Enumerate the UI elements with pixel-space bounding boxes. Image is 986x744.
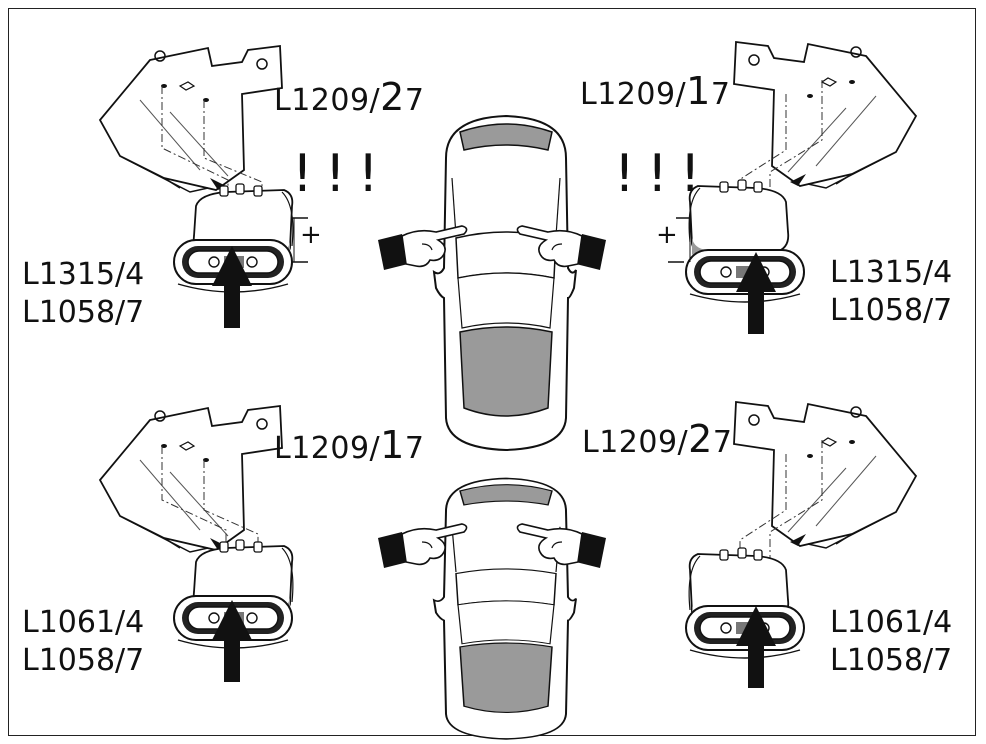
top-right-assembly (685, 41, 917, 334)
bottom-right-bulb-label: L1209/27 (582, 417, 733, 461)
car-bottom (433, 477, 577, 740)
top-left-assembly (99, 45, 294, 328)
top-left-bulb-label: L1209/27 (274, 75, 425, 119)
polarity-plus-right: + (656, 220, 679, 250)
polarity-plus-left: + (300, 220, 323, 250)
top-right-bulb-label: L1209/17 (580, 69, 731, 113)
bottom-left-bulb-label: L1209/17 (274, 423, 425, 467)
bottom-right-assembly (685, 401, 917, 688)
warning-right: !!! (614, 144, 713, 204)
bottom-left-assembly (99, 405, 294, 682)
car-top (433, 115, 577, 451)
warning-left: !!! (292, 144, 391, 204)
